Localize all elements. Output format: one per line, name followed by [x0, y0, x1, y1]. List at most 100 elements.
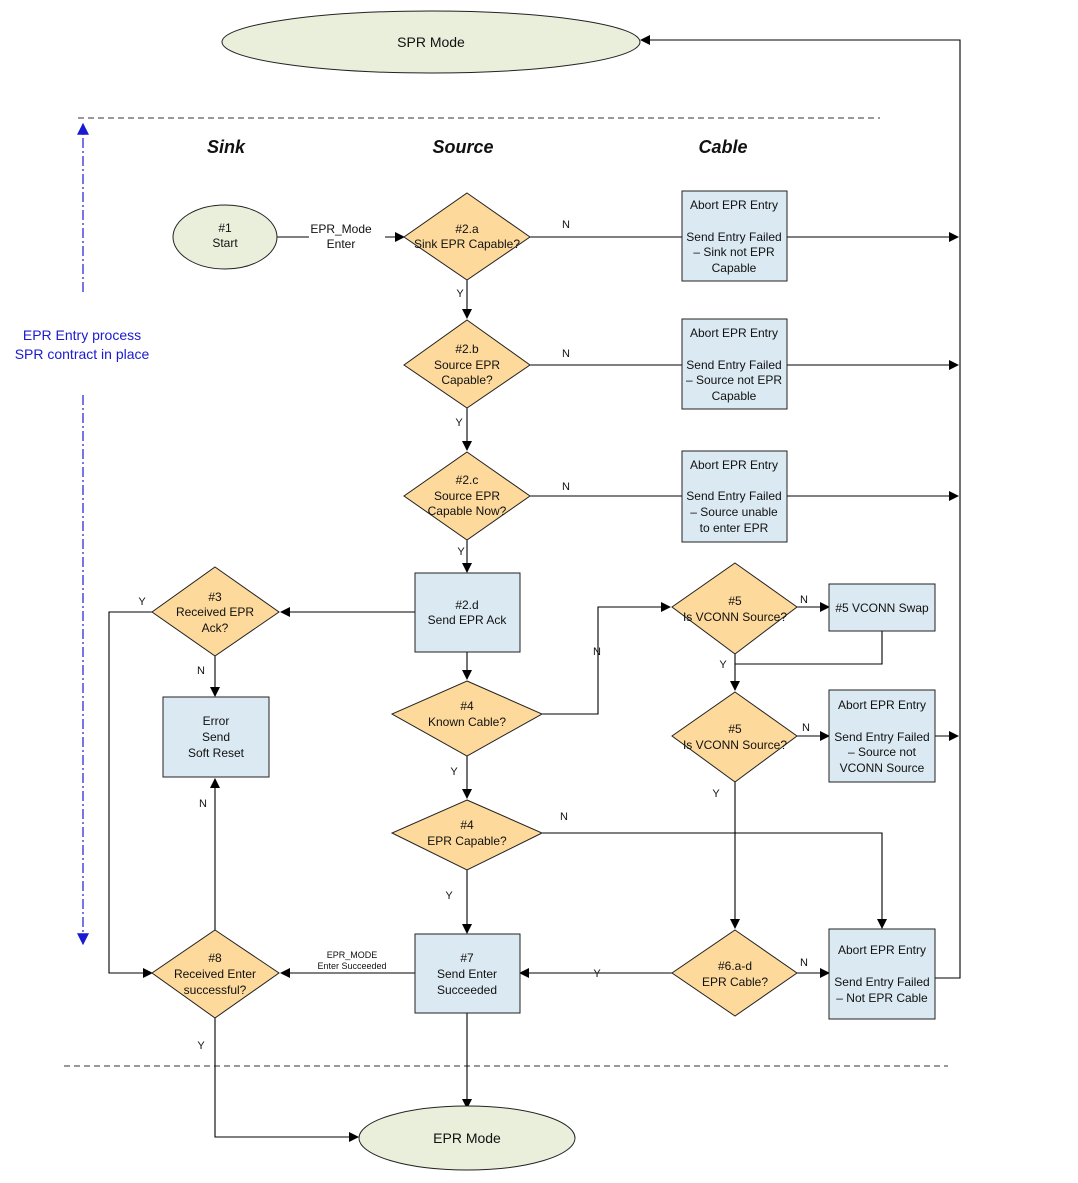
label-5a-no: N — [800, 594, 808, 606]
lane-header-sink: Sink — [207, 137, 246, 157]
process-abort-sink-not-epr: Abort EPR Entry Send Entry Failed – Sink… — [681, 190, 788, 282]
spr-mode-terminal: SPR Mode — [221, 10, 641, 74]
error-line1: Error — [203, 714, 230, 728]
label-5b-yes: Y — [712, 788, 720, 800]
edge-4a-no — [542, 602, 671, 715]
label-6-yes: Y — [593, 968, 601, 980]
edge-swap-return — [735, 631, 883, 665]
start-label-1: #1 — [218, 221, 232, 235]
abort3-line3: Send Entry Failed — [686, 489, 781, 503]
p2d-line2: Send EPR Ack — [428, 613, 508, 627]
epr-mode-terminal: EPR Mode — [358, 1105, 576, 1171]
abort4-line3: Send Entry Failed — [834, 730, 929, 744]
abort5-line3: Send Entry Failed — [834, 975, 929, 989]
decision-2c: #2.c Source EPR Capable Now? — [403, 451, 531, 541]
decision-2a: #2.a Sink EPR Capable? — [403, 192, 531, 281]
label-epr-mode-enter-succeeded-2: Enter Succeeded — [317, 961, 386, 971]
decision-3-line3: Ack? — [202, 621, 229, 635]
decision-2c-line3: Capable Now? — [428, 504, 507, 518]
error-line2: Send — [202, 730, 230, 744]
decision-2b-line2: Source EPR — [434, 358, 500, 372]
label-2c-no: N — [562, 481, 570, 493]
label-4a-yes: Y — [450, 766, 458, 778]
decision-4a-line1: #4 — [460, 699, 474, 713]
process-vconn-swap: #5 VCONN Swap — [828, 583, 936, 632]
p7-line2: Send Enter — [437, 967, 497, 981]
label-4b-yes: Y — [445, 890, 453, 902]
abort3-line5: to enter EPR — [700, 521, 769, 535]
process-abort-source-not-epr: Abort EPR Entry Send Entry Failed – Sour… — [681, 318, 788, 410]
process-error-soft-reset: Error Send Soft Reset — [162, 696, 270, 778]
abort5-line1: Abort EPR Entry — [838, 943, 926, 957]
decision-3-line2: Received EPR — [176, 605, 254, 619]
abort1-line4: – Sink not EPR — [693, 245, 775, 259]
decision-2a-line2: Sink EPR Capable? — [414, 237, 520, 251]
decision-4a-line2: Known Cable? — [428, 715, 506, 729]
edge-labels: EPR_Mode Enter EPR_MODE Enter Succeeded … — [138, 219, 810, 1052]
decision-3: #3 Received EPR Ack? — [151, 566, 280, 657]
decision-4-known-cable: #4 Known Cable? — [390, 680, 544, 757]
label-3-no: N — [197, 665, 205, 677]
label-5b-no: N — [802, 722, 810, 734]
decision-2c-line2: Source EPR — [434, 489, 500, 503]
label-epr-mode-enter-1: EPR_Mode — [310, 222, 372, 236]
label-2c-yes: Y — [457, 546, 465, 558]
decision-2b: #2.b Source EPR Capable? — [403, 319, 531, 409]
decision-5-first: #5 Is VCONN Source? — [671, 562, 798, 655]
edge-3-yes — [108, 611, 153, 978]
process-7-send-enter-succeeded: #7 Send Enter Succeeded — [414, 933, 521, 1014]
decision-2a-line1: #2.a — [455, 222, 479, 236]
label-2a-no: N — [562, 219, 570, 231]
side-label-line2: SPR contract in place — [15, 346, 150, 362]
label-epr-mode-enter-succeeded-1: EPR_MODE — [327, 950, 378, 960]
decision-8-line3: successful? — [184, 983, 247, 997]
decision-5a-line2: Is VCONN Source? — [683, 610, 787, 624]
abort1-line1: Abort EPR Entry — [690, 198, 778, 212]
start-label-2: Start — [212, 236, 238, 250]
edge-8-yes — [214, 1018, 359, 1142]
decision-4b-line2: EPR Capable? — [427, 834, 507, 848]
decision-6-line1: #6.a-d — [718, 959, 752, 973]
decision-6: #6.a-d EPR Cable? — [671, 929, 798, 1017]
abort4-line4: – Source not — [848, 745, 917, 759]
process-abort-source-unable: Abort EPR Entry Send Entry Failed – Sour… — [681, 450, 788, 543]
lane-header-source: Source — [432, 137, 493, 157]
decision-3-line1: #3 — [208, 590, 222, 604]
label-epr-mode-enter-2: Enter — [327, 237, 356, 251]
label-8-no: N — [199, 798, 207, 810]
lane-header-cable: Cable — [698, 137, 747, 157]
connectors — [108, 35, 961, 1142]
label-6-no: N — [800, 957, 808, 969]
abort2-line3: Send Entry Failed — [686, 358, 781, 372]
decision-4-epr-capable: #4 EPR Capable? — [390, 799, 544, 871]
label-4b-no: N — [560, 811, 568, 823]
decision-8: #8 Received Enter successful? — [151, 929, 280, 1019]
label-2a-yes: Y — [456, 288, 464, 300]
decision-2c-line1: #2.c — [456, 473, 479, 487]
vswap-line1: #5 VCONN Swap — [835, 601, 929, 615]
label-8-yes: Y — [197, 1040, 205, 1052]
process-2d-send-epr-ack: #2.d Send EPR Ack — [414, 572, 521, 653]
label-3-yes: Y — [138, 596, 146, 608]
side-label-line1: EPR Entry process — [23, 327, 141, 343]
decision-5b-line1: #5 — [728, 722, 742, 736]
label-2b-no: N — [562, 348, 570, 360]
abort1-line3: Send Entry Failed — [686, 230, 781, 244]
edge-4b-no — [542, 832, 887, 929]
decision-8-line2: Received Enter — [174, 967, 256, 981]
abort4-line5: VCONN Source — [840, 761, 925, 775]
abort2-line4: – Source not EPR — [686, 373, 782, 387]
epr-mode-label: EPR Mode — [433, 1130, 501, 1146]
decision-2b-line1: #2.b — [455, 342, 479, 356]
decision-2b-line3: Capable? — [441, 373, 493, 387]
spr-mode-label: SPR Mode — [397, 34, 465, 50]
process-abort-not-vconn: Abort EPR Entry Send Entry Failed – Sour… — [828, 689, 936, 783]
abort4-line1: Abort EPR Entry — [838, 698, 926, 712]
decision-8-line1: #8 — [208, 951, 222, 965]
abort1-line5: Capable — [712, 261, 757, 275]
process-abort-not-epr-cable: Abort EPR Entry Send Entry Failed – Not … — [828, 928, 936, 1020]
decision-4b-line1: #4 — [460, 818, 474, 832]
p7-line1: #7 — [460, 951, 474, 965]
label-4a-no: N — [593, 646, 601, 658]
